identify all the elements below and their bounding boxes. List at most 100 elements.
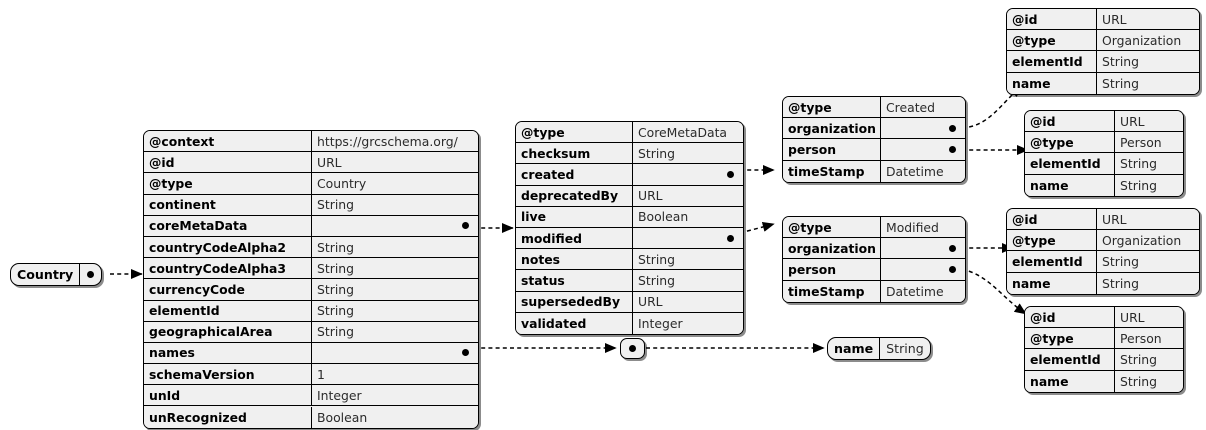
- row-key: elementId: [1025, 348, 1115, 370]
- table-row-reference[interactable]: modified: [516, 227, 743, 250]
- table-row[interactable]: currencyCode String: [144, 278, 478, 301]
- table-row[interactable]: elementId String: [1025, 348, 1183, 371]
- row-key: countryCodeAlpha2: [144, 236, 312, 258]
- table-row-reference[interactable]: organization: [783, 117, 965, 140]
- table-row[interactable]: @id URL: [1025, 110, 1183, 133]
- table-row[interactable]: geographicalArea String: [144, 321, 478, 343]
- table-row[interactable]: continent String: [144, 194, 478, 216]
- row-value: String: [1102, 253, 1139, 269]
- row-key: @type: [144, 172, 312, 194]
- table-row-reference[interactable]: organization: [783, 237, 965, 260]
- row-key: currencyCode: [144, 278, 312, 300]
- table-row[interactable]: elementId String: [144, 300, 478, 322]
- table-row-reference[interactable]: names: [144, 342, 478, 365]
- link-dot-icon: [949, 124, 956, 132]
- row-value: [881, 145, 965, 153]
- row-value: [881, 265, 965, 273]
- row-key: name: [1025, 370, 1115, 392]
- row-value: String: [317, 324, 354, 340]
- coremetadata-table: @type CoreMetaData checksum String creat…: [515, 121, 744, 335]
- row-key: supersededBy: [516, 291, 633, 313]
- name-value: String: [886, 341, 924, 356]
- link-dot-icon: [80, 264, 101, 285]
- link-dot-icon: [462, 349, 469, 357]
- names-join-node[interactable]: [620, 338, 645, 359]
- row-key: @type: [1007, 229, 1097, 251]
- row-value: Datetime: [886, 283, 944, 299]
- row-value: [633, 234, 743, 242]
- table-row[interactable]: live Boolean: [516, 206, 743, 228]
- table-row[interactable]: deprecatedBy URL: [516, 185, 743, 207]
- edge-modified: [739, 221, 775, 234]
- row-value: [312, 349, 478, 357]
- table-row[interactable]: supersededBy URL: [516, 291, 743, 313]
- row-value: Integer: [317, 387, 362, 403]
- table-row[interactable]: countryCodeAlpha3 String: [144, 257, 478, 280]
- table-row[interactable]: schemaVersion 1: [144, 363, 478, 386]
- table-row[interactable]: elementId String: [1025, 152, 1183, 175]
- person-created-table: @id URL @type Person elementId String na…: [1024, 110, 1184, 197]
- table-row[interactable]: name String: [1007, 272, 1199, 294]
- table-row[interactable]: name String: [1025, 370, 1183, 392]
- row-value: String: [1102, 275, 1139, 291]
- country-entry-node[interactable]: Country: [10, 263, 103, 286]
- table-row[interactable]: timeStamp Datetime: [783, 160, 965, 182]
- row-key: organization: [783, 117, 881, 139]
- row-key: elementId: [1007, 50, 1097, 72]
- row-key: names: [144, 342, 312, 364]
- table-row[interactable]: @type CoreMetaData: [516, 121, 743, 144]
- table-row-reference[interactable]: created: [516, 163, 743, 186]
- table-row[interactable]: @id URL: [1007, 8, 1199, 31]
- table-row[interactable]: @id URL: [1007, 208, 1199, 231]
- row-value: [881, 244, 965, 252]
- table-row-reference[interactable]: person: [783, 258, 965, 281]
- row-value: String: [317, 197, 354, 213]
- table-row[interactable]: status String: [516, 269, 743, 292]
- table-row[interactable]: validated Integer: [516, 312, 743, 334]
- row-key: notes: [516, 248, 633, 270]
- table-row[interactable]: notes String: [516, 248, 743, 271]
- table-row[interactable]: @id URL: [144, 151, 478, 174]
- row-key: organization: [783, 237, 881, 259]
- table-row[interactable]: name String: [1025, 174, 1183, 196]
- row-value: [881, 124, 965, 132]
- table-row[interactable]: @type Created: [783, 96, 965, 119]
- table-row[interactable]: unRecognized Boolean: [144, 406, 478, 428]
- table-row-reference[interactable]: person: [783, 138, 965, 161]
- table-row[interactable]: @type Person: [1025, 327, 1183, 350]
- table-row[interactable]: countryCodeAlpha2 String: [144, 236, 478, 259]
- row-value: URL: [1102, 11, 1127, 27]
- row-key: modified: [516, 227, 633, 249]
- table-row[interactable]: @type Person: [1025, 131, 1183, 154]
- row-value: String: [1102, 53, 1139, 69]
- row-value: CoreMetaData: [638, 124, 728, 140]
- row-key: @type: [783, 216, 881, 238]
- table-row[interactable]: checksum String: [516, 142, 743, 165]
- row-key: validated: [516, 312, 633, 334]
- row-key: status: [516, 269, 633, 291]
- table-row[interactable]: @type Country: [144, 172, 478, 195]
- row-value: String: [1120, 177, 1157, 193]
- table-row[interactable]: @type Organization: [1007, 29, 1199, 52]
- row-key: unId: [144, 384, 312, 406]
- table-row[interactable]: @id URL: [1025, 306, 1183, 329]
- table-row[interactable]: @type Modified: [783, 216, 965, 239]
- row-value: URL: [1120, 309, 1145, 325]
- table-row-reference[interactable]: coreMetaData: [144, 215, 478, 237]
- row-key: continent: [144, 194, 312, 216]
- table-row[interactable]: @context https://grcschema.org/: [144, 130, 478, 153]
- table-row[interactable]: timeStamp Datetime: [783, 280, 965, 302]
- table-row[interactable]: unId Integer: [144, 384, 478, 407]
- table-row[interactable]: elementId String: [1007, 250, 1199, 273]
- table-row[interactable]: @type Organization: [1007, 229, 1199, 252]
- row-value: String: [317, 260, 354, 276]
- table-row[interactable]: name String: [1007, 72, 1199, 94]
- name-string-node[interactable]: name String: [827, 337, 931, 360]
- row-key: countryCodeAlpha3: [144, 257, 312, 279]
- link-dot-icon: [949, 145, 956, 153]
- row-value: URL: [317, 154, 342, 170]
- row-value: URL: [1120, 113, 1145, 129]
- row-key: name: [1025, 174, 1115, 196]
- table-row[interactable]: elementId String: [1007, 50, 1199, 73]
